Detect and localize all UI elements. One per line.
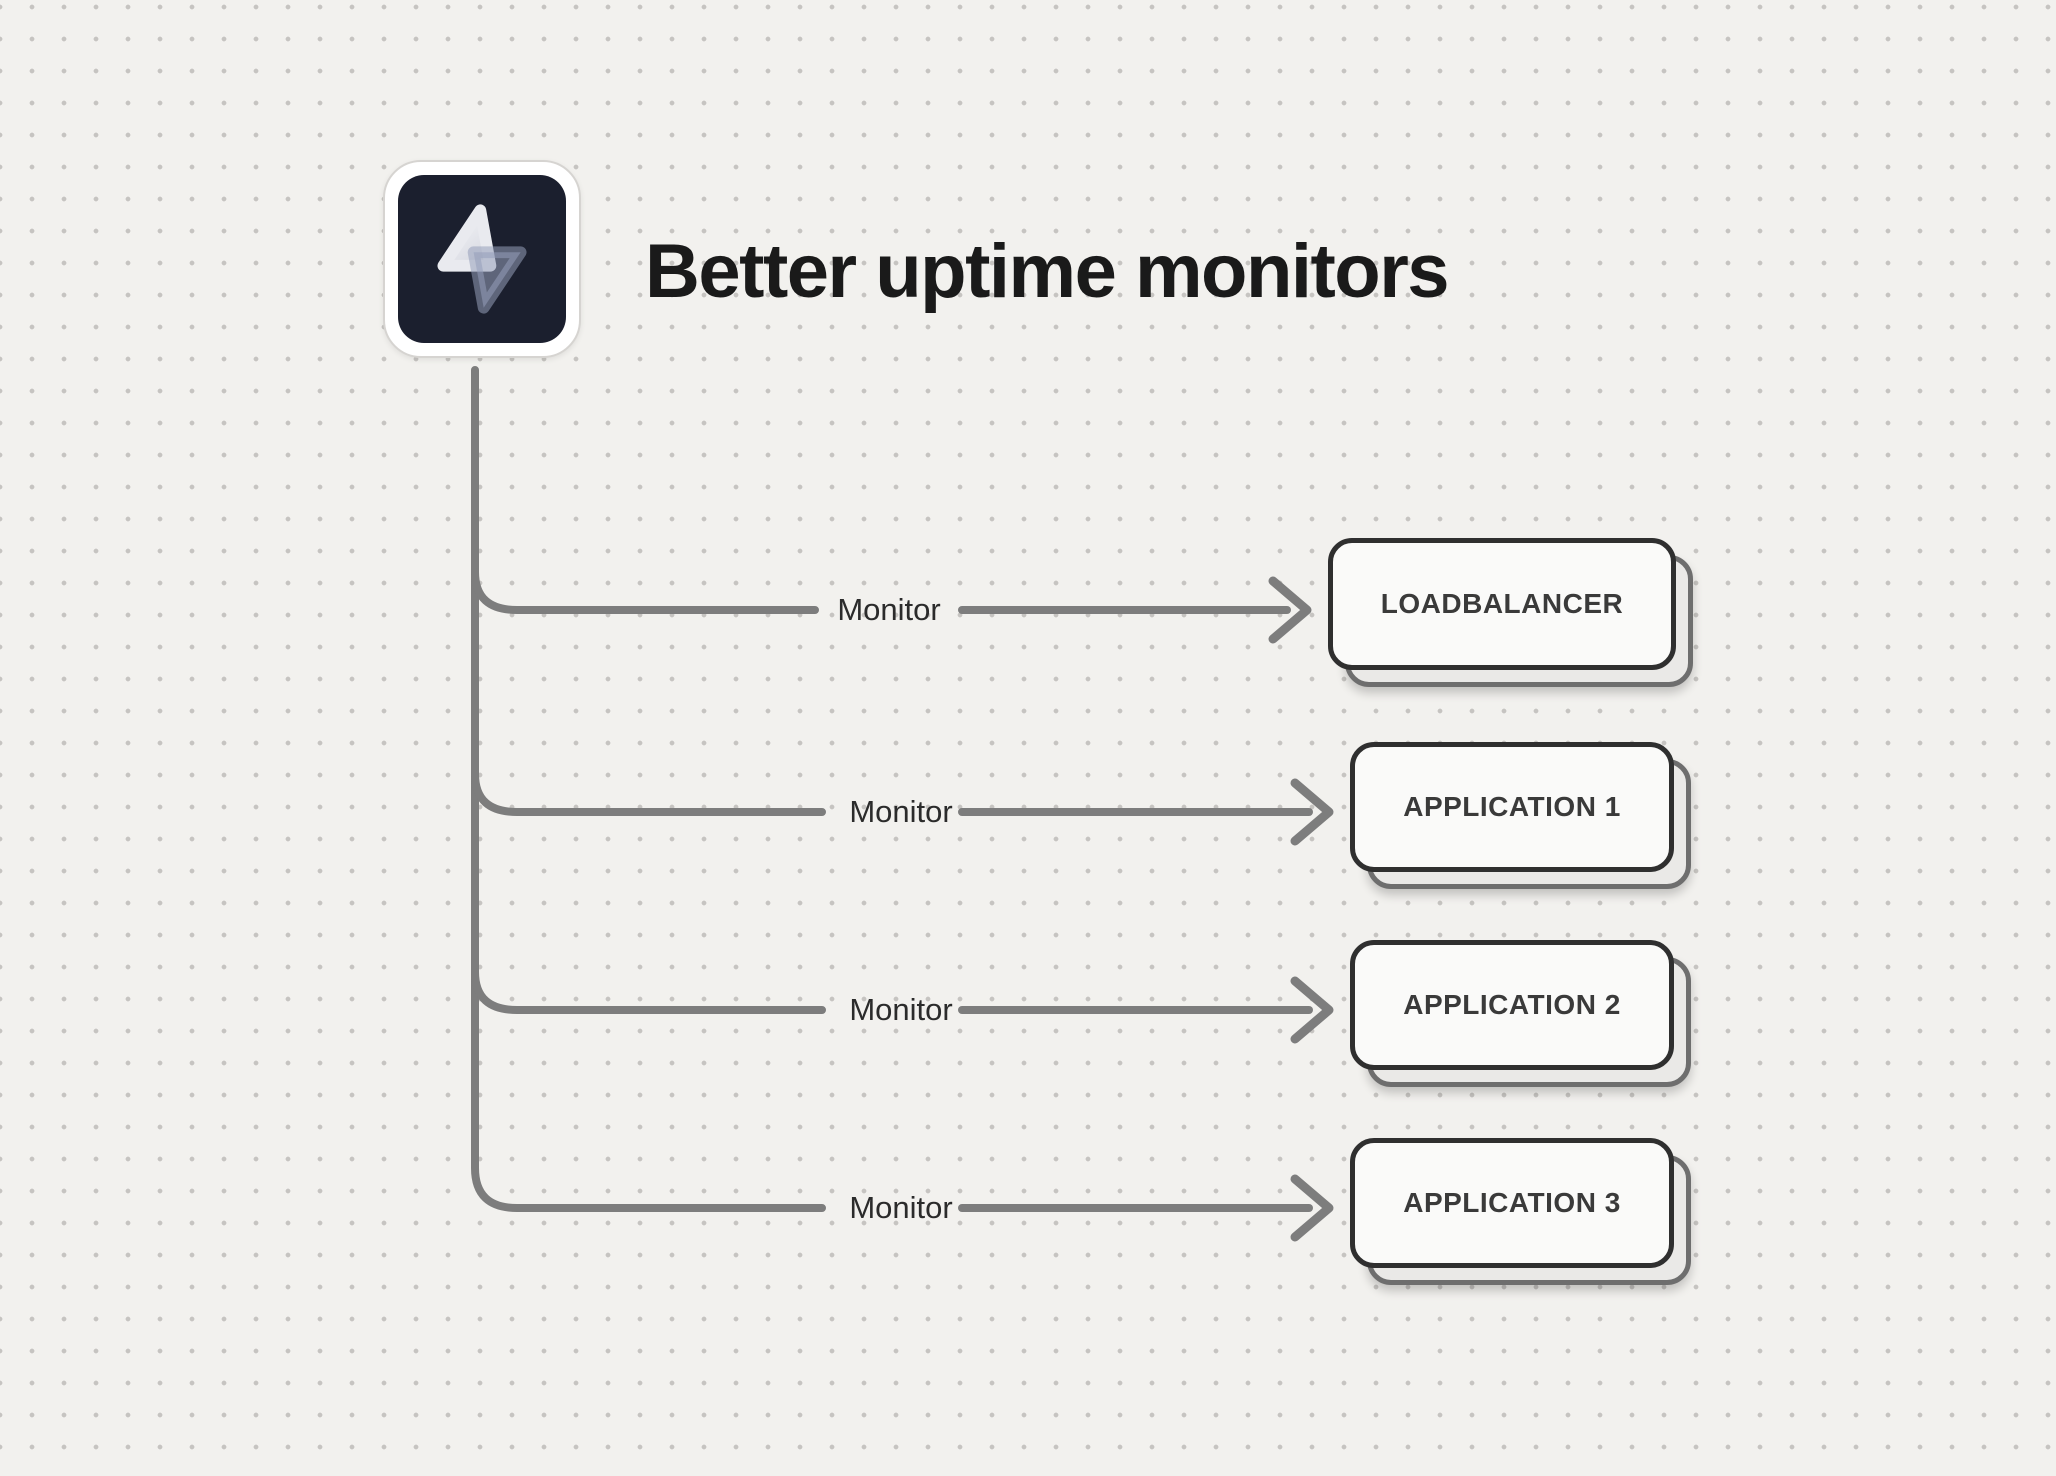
diagram-title: Better uptime monitors bbox=[645, 229, 1450, 314]
arrowhead-icon bbox=[1268, 576, 1312, 644]
arrowhead-icon bbox=[1290, 778, 1334, 846]
connector-branch-1 bbox=[471, 568, 819, 614]
node-loadbalancer[interactable]: LOADBALANCER bbox=[1328, 538, 1693, 687]
node-label: APPLICATION 3 bbox=[1403, 1187, 1621, 1218]
connector-branch-2 bbox=[471, 770, 826, 816]
arrowhead-icon bbox=[1290, 976, 1334, 1044]
edge-label-monitor: Monitor bbox=[837, 592, 941, 627]
edge-label-monitor: Monitor bbox=[849, 992, 953, 1027]
node-application-3[interactable]: APPLICATION 3 bbox=[1350, 1138, 1691, 1285]
edge-label-monitor: Monitor bbox=[849, 1190, 953, 1225]
arrowhead-icon bbox=[1290, 1174, 1334, 1242]
node-card: LOADBALANCER bbox=[1328, 538, 1676, 670]
node-card: APPLICATION 1 bbox=[1350, 742, 1674, 872]
node-card: APPLICATION 2 bbox=[1350, 940, 1674, 1070]
node-label: LOADBALANCER bbox=[1380, 588, 1624, 619]
node-application-1[interactable]: APPLICATION 1 bbox=[1350, 742, 1691, 889]
node-card: APPLICATION 3 bbox=[1350, 1138, 1674, 1268]
node-label: APPLICATION 1 bbox=[1403, 791, 1621, 822]
node-application-2[interactable]: APPLICATION 2 bbox=[1350, 940, 1691, 1087]
edge-label-monitor: Monitor bbox=[849, 794, 953, 829]
lightning-bolt-icon bbox=[398, 175, 566, 343]
node-label: APPLICATION 2 bbox=[1403, 989, 1621, 1020]
connector-trunk bbox=[471, 366, 826, 1212]
connector-branch-3 bbox=[471, 968, 826, 1014]
better-stack-logo[interactable] bbox=[383, 160, 581, 358]
